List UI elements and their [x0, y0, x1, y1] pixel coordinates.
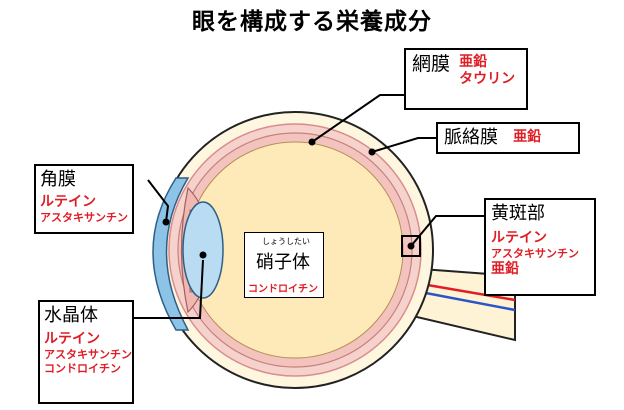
- macula-name: 黄斑部: [491, 203, 545, 224]
- retina-nutrient: タウリン: [459, 71, 516, 87]
- choroid-nutrient: 亜鉛: [513, 129, 542, 145]
- label-choroid: 脈絡膜 亜鉛: [436, 122, 580, 154]
- vitreous-ruby: しょうしたい: [262, 237, 310, 246]
- lens-nutrient: アスタキサンチン: [44, 348, 132, 361]
- retina-nutrient: 亜鉛: [459, 54, 488, 70]
- choroid-name: 脈絡膜: [444, 126, 498, 148]
- diagram-title: 眼を構成する栄養成分: [192, 9, 432, 35]
- macula-marker: [401, 235, 421, 257]
- label-macula: 黄斑部 ルテイン アスタキサンチン 亜鉛: [484, 198, 596, 296]
- label-lens: 水晶体 ルテイン アスタキサンチン コンドロイチン: [38, 300, 134, 404]
- macula-nutrient: ルテイン: [491, 230, 547, 246]
- lens-name: 水晶体: [44, 305, 98, 326]
- label-retina: 網膜 亜鉛 タウリン: [404, 48, 528, 110]
- cornea-nutrient: ルテイン: [40, 194, 96, 210]
- macula-nutrient: アスタキサンチン: [491, 247, 579, 260]
- macula-nutrient: 亜鉛: [491, 261, 519, 277]
- cornea-nutrient: アスタキサンチン: [40, 211, 128, 224]
- leader-lines: [133, 94, 484, 319]
- cornea-name: 角膜: [40, 169, 76, 190]
- retina-name: 網膜: [412, 53, 451, 75]
- vitreous-nutrient: コンドロイチン: [248, 284, 318, 295]
- vitreous-name: 硝子体: [256, 252, 310, 273]
- label-cornea: 角膜 ルテイン アスタキサンチン: [34, 164, 134, 234]
- cornea: [152, 177, 190, 331]
- lens: [182, 201, 224, 299]
- label-vitreous: [244, 232, 324, 298]
- leader-dots: [162, 138, 415, 259]
- lens-nutrient: ルテイン: [44, 331, 100, 347]
- lens-nutrient: コンドロイチン: [44, 362, 121, 375]
